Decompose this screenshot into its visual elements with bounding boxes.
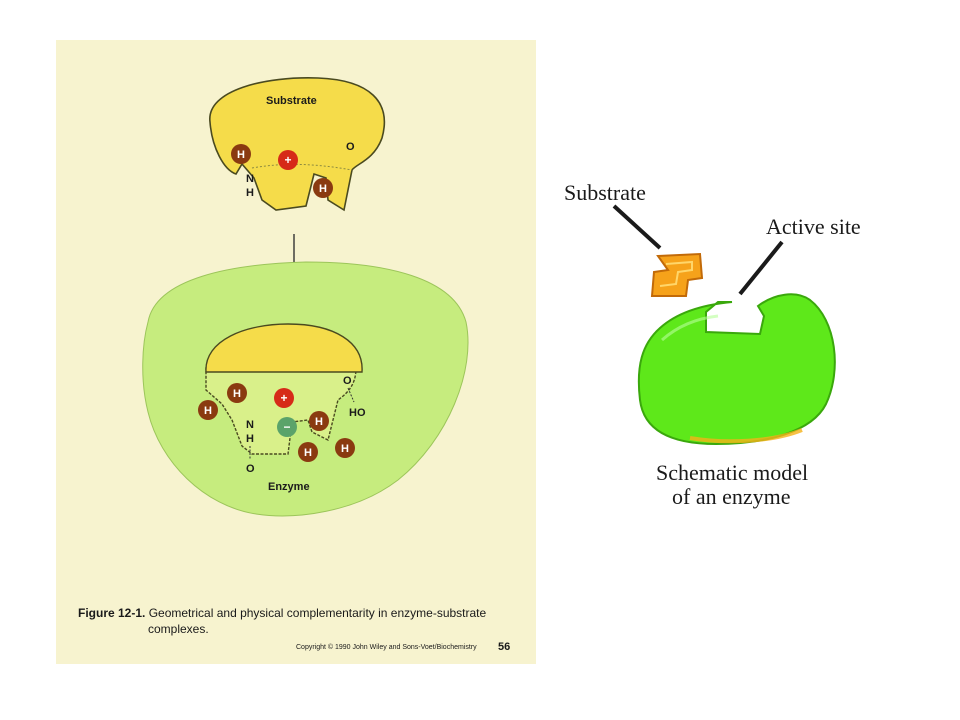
substrate-pointer-line xyxy=(612,204,662,250)
n-group-top: N xyxy=(246,173,254,185)
n-group-bound: N xyxy=(246,419,254,431)
enzyme-complex: H + H H − H H xyxy=(142,261,469,517)
substrate-shape xyxy=(209,77,386,212)
svg-text:+: + xyxy=(284,153,291,167)
svg-text:+: + xyxy=(280,391,287,405)
free-substrate: Substrate H + H O N H xyxy=(209,77,386,212)
plus-group-bound: + xyxy=(274,388,294,408)
h-group-enzyme-mid: H xyxy=(298,442,318,462)
h-group-top-left: H xyxy=(231,144,251,164)
o-group-bound: O xyxy=(343,375,352,387)
caption-line-2: complexes. xyxy=(148,622,209,636)
svg-text:H: H xyxy=(319,183,327,195)
page-number: 56 xyxy=(498,641,511,653)
nh-h-group-top: H xyxy=(246,187,254,199)
h-group-top-right: H xyxy=(313,178,333,198)
caption-line-1: Geometrical and physical complementarity… xyxy=(148,606,487,620)
nh-h-group-bound: H xyxy=(246,433,254,445)
h-group-enzyme-left: H xyxy=(198,400,218,420)
figure-caption: Figure 12-1. Geometrical and physical co… xyxy=(78,606,528,620)
bound-substrate-shape xyxy=(205,323,363,373)
h-group-bound-1: H xyxy=(227,383,247,403)
o-group-top: O xyxy=(346,141,355,153)
substrate-texture xyxy=(251,163,353,171)
svg-text:H: H xyxy=(304,447,312,459)
active-site-pointer-line xyxy=(738,240,784,296)
h-group-bound-2: H xyxy=(309,411,329,431)
svg-text:H: H xyxy=(315,416,323,428)
enzyme-highlight xyxy=(689,428,803,444)
svg-text:H: H xyxy=(204,405,212,417)
svg-text:H: H xyxy=(237,149,245,161)
svg-text:H: H xyxy=(233,388,241,400)
schematic-substrate-block xyxy=(650,252,704,297)
plus-group-top: + xyxy=(278,150,298,170)
caption-label: Figure 12-1. xyxy=(78,606,146,620)
enzyme-substrate-illustration: Substrate H + H O N H xyxy=(142,77,469,517)
h-group-enzyme-right: H xyxy=(335,438,355,458)
schematic-caption-line-1: Schematic model xyxy=(656,460,808,485)
schematic-substrate-label: Substrate xyxy=(564,180,646,205)
o-group-enzyme: O xyxy=(246,463,255,475)
copyright-note: Copyright © 1990 John Wiley and Sons-Voe… xyxy=(296,644,477,651)
schematic-caption-line-2: of an enzyme xyxy=(672,484,791,509)
active-site-label: Active site xyxy=(766,214,861,239)
svg-text:−: − xyxy=(283,420,290,434)
ho-group-enzyme: HO xyxy=(349,407,366,419)
enzyme-label: Enzyme xyxy=(268,481,310,493)
schematic-enzyme-shape xyxy=(637,293,836,446)
svg-text:H: H xyxy=(341,443,349,455)
substrate-label: Substrate xyxy=(266,95,317,107)
textbook-figure-panel: Substrate H + H O N H xyxy=(56,40,536,664)
schematic-enzyme-model: Substrate Active site Schematic model of… xyxy=(564,180,861,509)
minus-group-enzyme: − xyxy=(277,417,297,437)
